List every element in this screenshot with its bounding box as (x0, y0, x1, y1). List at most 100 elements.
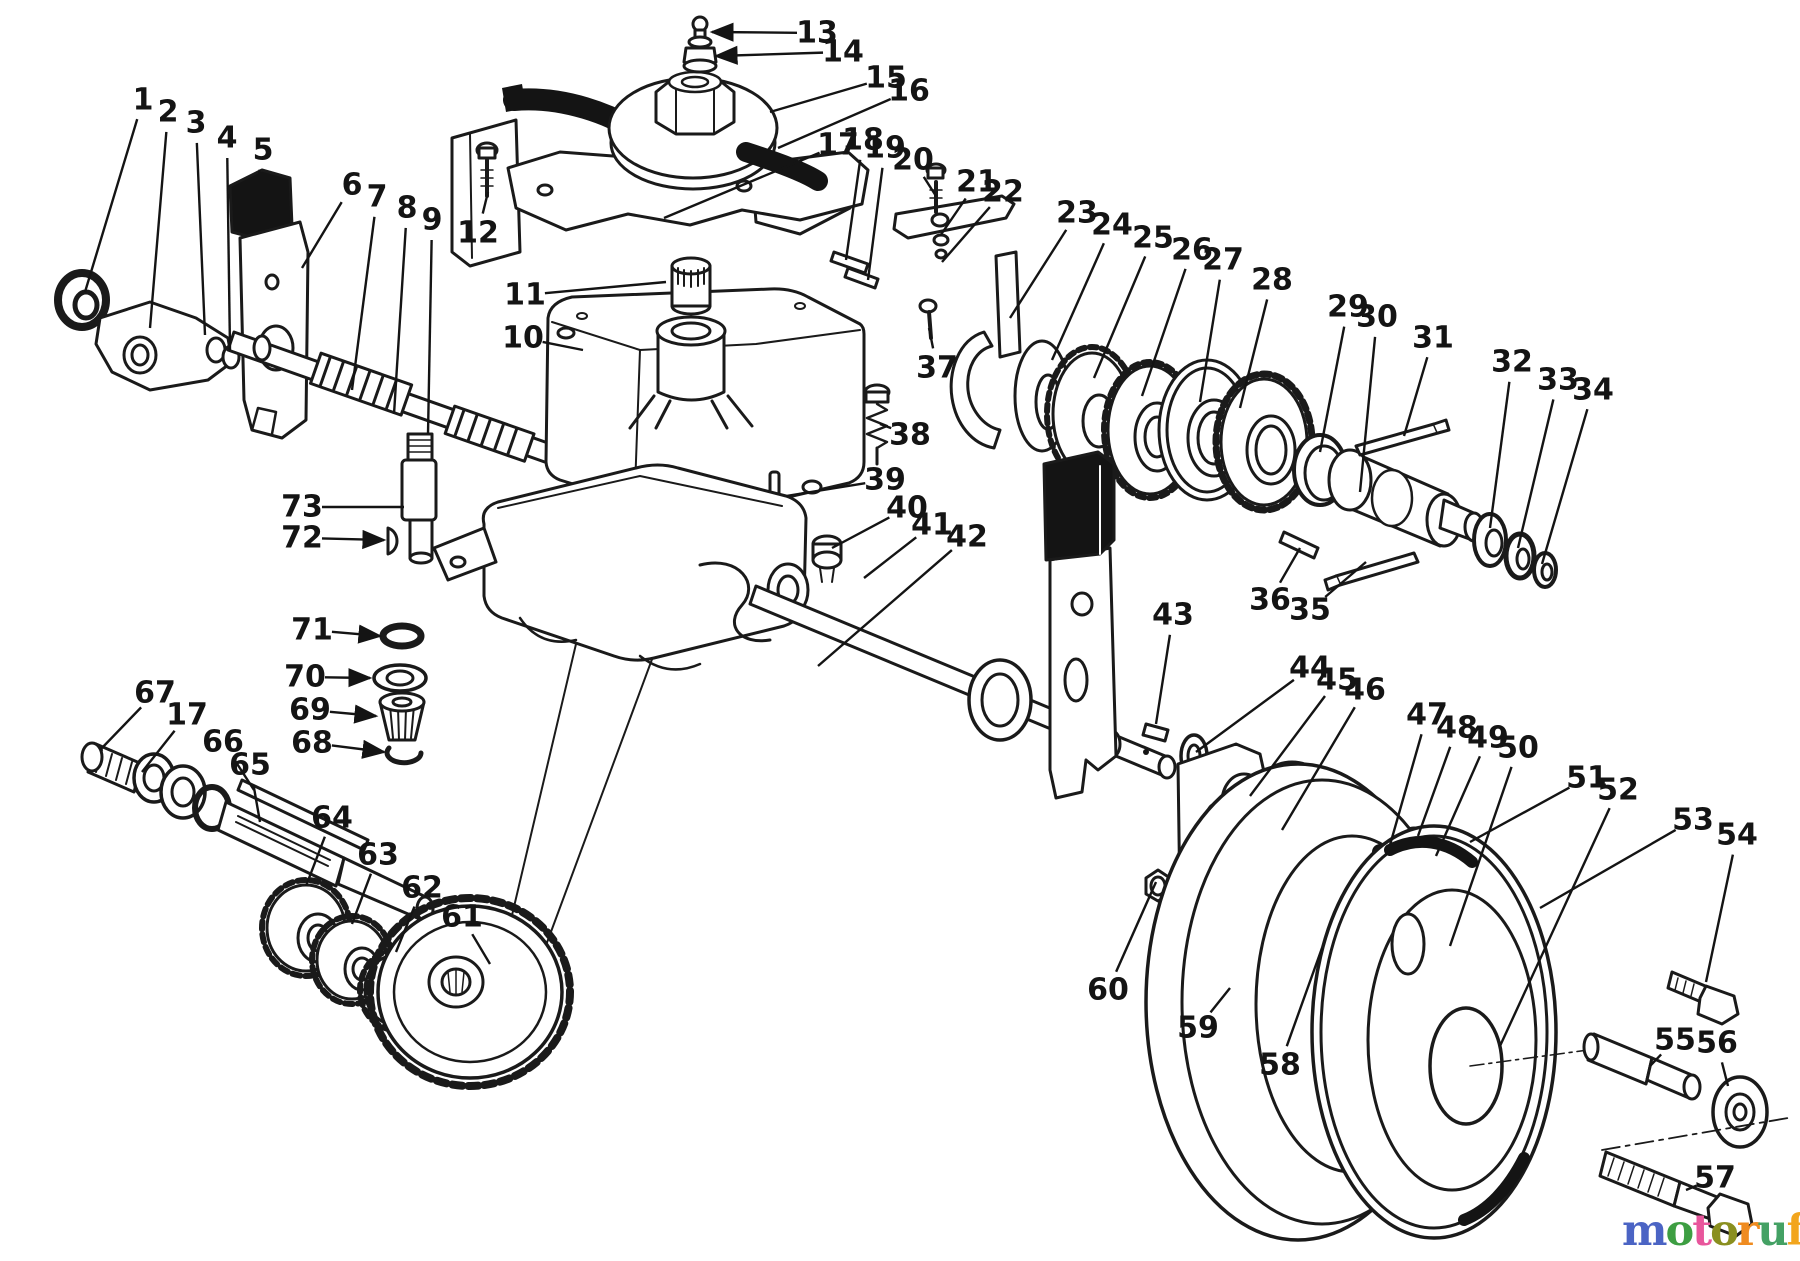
part-label-71-71: 71 (291, 613, 333, 648)
part-label-45-44: 45 (1316, 663, 1358, 698)
part-label-28-27: 28 (1251, 263, 1293, 298)
leader-line-6-5 (300, 201, 343, 269)
leader-line-26-25 (1140, 268, 1187, 397)
leader-line-41-40 (863, 536, 917, 579)
part-label-63-62: 63 (357, 838, 399, 873)
part-label-24-23: 24 (1091, 208, 1133, 243)
part-label-35-34: 35 (1289, 593, 1331, 628)
leader-line-11-10 (544, 280, 667, 295)
part-label-64-63: 64 (311, 801, 353, 836)
part-label-41-40: 41 (911, 508, 953, 543)
leader-line-58-57 (1285, 947, 1324, 1047)
part-label-34-33: 34 (1572, 373, 1614, 408)
part-label-20-19: 20 (892, 143, 934, 178)
part-label-26-25: 26 (1171, 233, 1213, 268)
leader-line-51-50 (1469, 786, 1571, 844)
leader-line-45-44 (1249, 695, 1326, 797)
leader-line-47-46 (1386, 733, 1423, 853)
snap-ring (384, 745, 424, 766)
part-label-15-14: 15 (865, 61, 907, 96)
bolt-head (1706, 1192, 1754, 1238)
wheel-hardware (1582, 970, 1789, 1238)
part-label-48-47: 48 (1436, 711, 1478, 746)
motoruf-logo[interactable]: motoruf.de (1622, 1210, 1800, 1253)
part-label-62-61: 62 (401, 871, 443, 906)
logo-letter: m (1622, 1206, 1667, 1256)
part-label-73-73: 73 (281, 490, 323, 525)
part-label-21-20: 21 (956, 165, 998, 200)
logo-letter: u (1757, 1206, 1788, 1256)
leader-line-35-34 (1324, 561, 1367, 598)
leader-line-46-45 (1280, 706, 1356, 831)
leader-line-66-65 (232, 758, 256, 791)
part-label-56-55: 56 (1696, 1026, 1738, 1061)
leader-line-14-13 (713, 45, 824, 65)
leader-line-40-39 (831, 516, 890, 550)
part-label-50-49: 50 (1497, 731, 1539, 766)
leader-line-15-14 (769, 82, 868, 114)
part-label-58-57: 58 (1259, 1048, 1301, 1083)
leader-line-12-11 (481, 191, 490, 214)
logo-letter: r (1736, 1206, 1760, 1256)
leader-line-2-1 (148, 131, 168, 329)
leader-line-4-3 (226, 157, 232, 351)
part-label-3-2: 3 (186, 106, 207, 141)
d-clip (386, 526, 399, 556)
leader-line-19-18 (866, 167, 884, 281)
leader-line-34-33 (1540, 408, 1589, 565)
part-label-27-26: 27 (1202, 243, 1244, 278)
part-label-40-39: 40 (886, 491, 928, 526)
part-label-7-6: 7 (367, 180, 388, 215)
leader-line-59-58 (1209, 987, 1231, 1014)
leader-line-56-55 (1720, 1062, 1730, 1087)
leader-line-33-32 (1516, 399, 1555, 549)
leader-line-67-66 (99, 706, 142, 751)
part-label-57-56: 57 (1694, 1161, 1736, 1196)
part-label-38-37: 38 (889, 418, 931, 453)
part-label-59-58: 59 (1177, 1011, 1219, 1046)
leader-line-24-23 (1050, 242, 1105, 361)
leader-line-16-15 (777, 97, 892, 150)
leader-line-69-69 (329, 704, 379, 724)
leader-line-65-64 (252, 784, 262, 823)
gear-case-lower (432, 463, 843, 671)
leader-line-10-9 (542, 340, 584, 352)
part-label-25-24: 25 (1132, 221, 1174, 256)
leader-line-20-19 (922, 176, 938, 197)
part-label-12-11: 12 (457, 216, 499, 251)
main-gear (366, 894, 574, 1090)
part-label-1-0: 1 (133, 83, 154, 118)
leader-line-42-41 (817, 549, 953, 667)
leader-line-18-17 (844, 159, 862, 261)
part-label-18-17: 18 (842, 123, 884, 158)
leader-line-22-21 (941, 206, 991, 263)
leader-line-5-4 (256, 169, 261, 181)
drive-belt (736, 142, 828, 191)
leader-line-28-27 (1238, 299, 1269, 409)
logo-letter: o (1710, 1206, 1739, 1256)
height-adjuster-left (54, 168, 310, 440)
leader-line-63-62 (350, 873, 373, 925)
part-label-69-69: 69 (289, 693, 331, 728)
leader-line-37-36 (927, 327, 935, 349)
part-label-16-15: 16 (888, 74, 930, 109)
leader-line-1-0 (83, 118, 139, 293)
spring-wire (698, 561, 772, 643)
leader-line-60-59 (1115, 881, 1158, 973)
leader-line-68-68 (331, 739, 387, 759)
leader-line-48-47 (1416, 746, 1452, 837)
leader-line-7-6 (350, 216, 376, 391)
leader-line-61-60 (471, 933, 492, 965)
leader-line-31-30 (1402, 356, 1429, 437)
leader-line-3-2 (195, 142, 207, 336)
part-label-39-38: 39 (864, 463, 906, 498)
leader-line-17-67 (141, 729, 176, 773)
leader-line-44-43 (1195, 678, 1295, 753)
part-label-32-31: 32 (1491, 345, 1533, 380)
line-art (54, 15, 1789, 1242)
part-label-72-72: 72 (281, 521, 323, 556)
part-label-65-64: 65 (229, 748, 271, 783)
bolt-head (1696, 984, 1740, 1026)
